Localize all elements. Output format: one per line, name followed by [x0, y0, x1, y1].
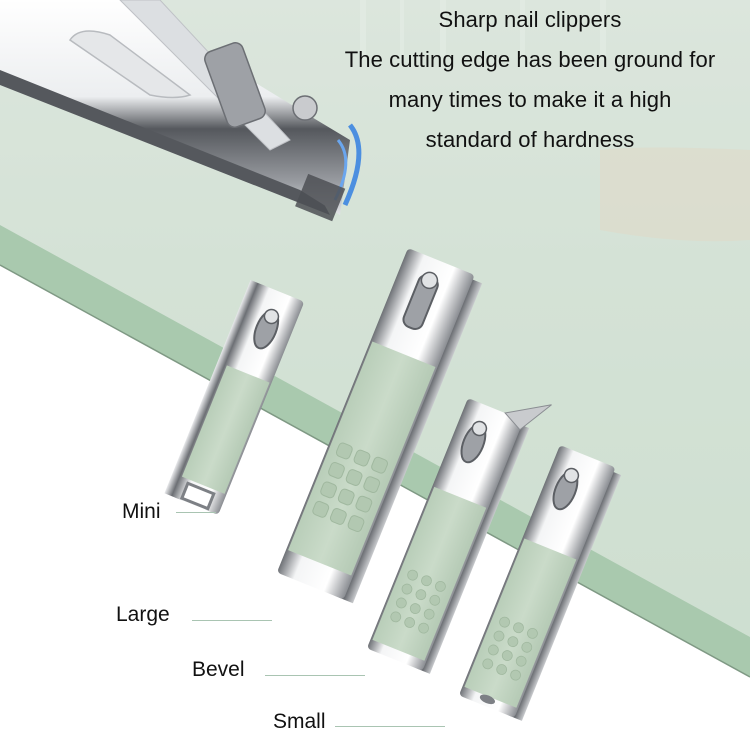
label-small: Small: [273, 710, 326, 733]
headline-line-4: standard of hardness: [425, 127, 635, 152]
mini-clipper: [164, 280, 304, 514]
label-mini: Mini: [122, 500, 161, 523]
headline: Sharp nail clippers The cutting edge has…: [300, 0, 750, 160]
featured-clipper-closeup: [0, 0, 362, 222]
label-bevel: Bevel: [192, 658, 245, 681]
leader-line-mini: [176, 512, 216, 513]
headline-title: Sharp nail clippers: [438, 7, 622, 32]
bevel-clipper: [368, 399, 552, 674]
leader-line-large: [192, 620, 272, 621]
label-large: Large: [116, 603, 170, 626]
headline-line-2: The cutting edge has been ground for: [344, 47, 716, 72]
large-clipper: [278, 249, 483, 604]
small-clipper: [460, 446, 622, 721]
headline-line-3: many times to make it a high: [388, 87, 672, 112]
background-pillow: [600, 147, 750, 242]
leader-line-small: [335, 726, 445, 727]
leader-line-bevel: [265, 675, 365, 676]
